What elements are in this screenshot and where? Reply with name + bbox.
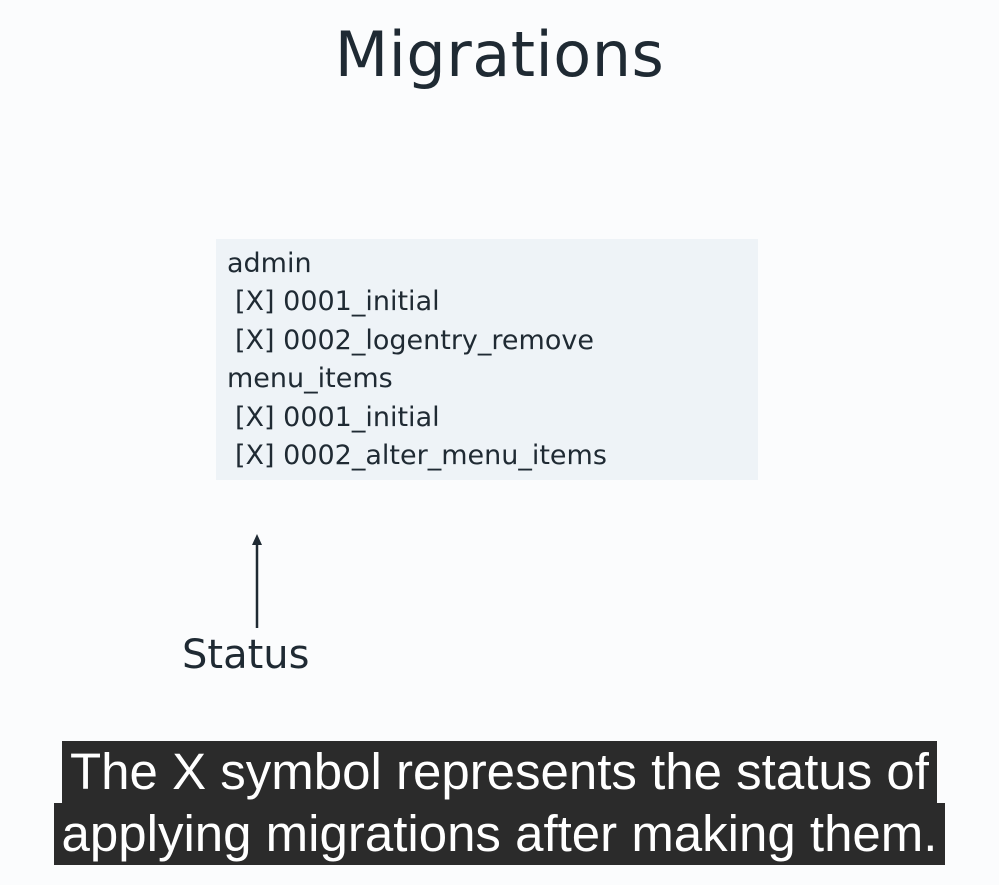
code-line-app-admin: admin bbox=[227, 248, 312, 279]
migration-status-code-block: admin [X] 0001_initial [X] 0002_logentry… bbox=[216, 239, 758, 480]
subtitle-captions: The X symbol represents the status of ap… bbox=[0, 741, 999, 865]
caption-line-2: applying migrations after making them. bbox=[53, 803, 946, 865]
code-line-migration: [X] 0001_initial bbox=[235, 401, 440, 433]
caption-line-1: The X symbol represents the status of bbox=[62, 741, 937, 803]
slide-title: Migrations bbox=[334, 18, 665, 91]
code-line-migration: [X] 0001_initial bbox=[235, 286, 440, 318]
code-line-migration: [X] 0002_logentry_remove bbox=[235, 324, 594, 356]
code-line-migration: [X] 0002_alter_menu_items bbox=[235, 439, 607, 471]
arrow-up-icon bbox=[252, 534, 262, 628]
status-label: Status bbox=[182, 632, 310, 678]
code-line-app-menu-items: menu_items bbox=[227, 363, 393, 395]
